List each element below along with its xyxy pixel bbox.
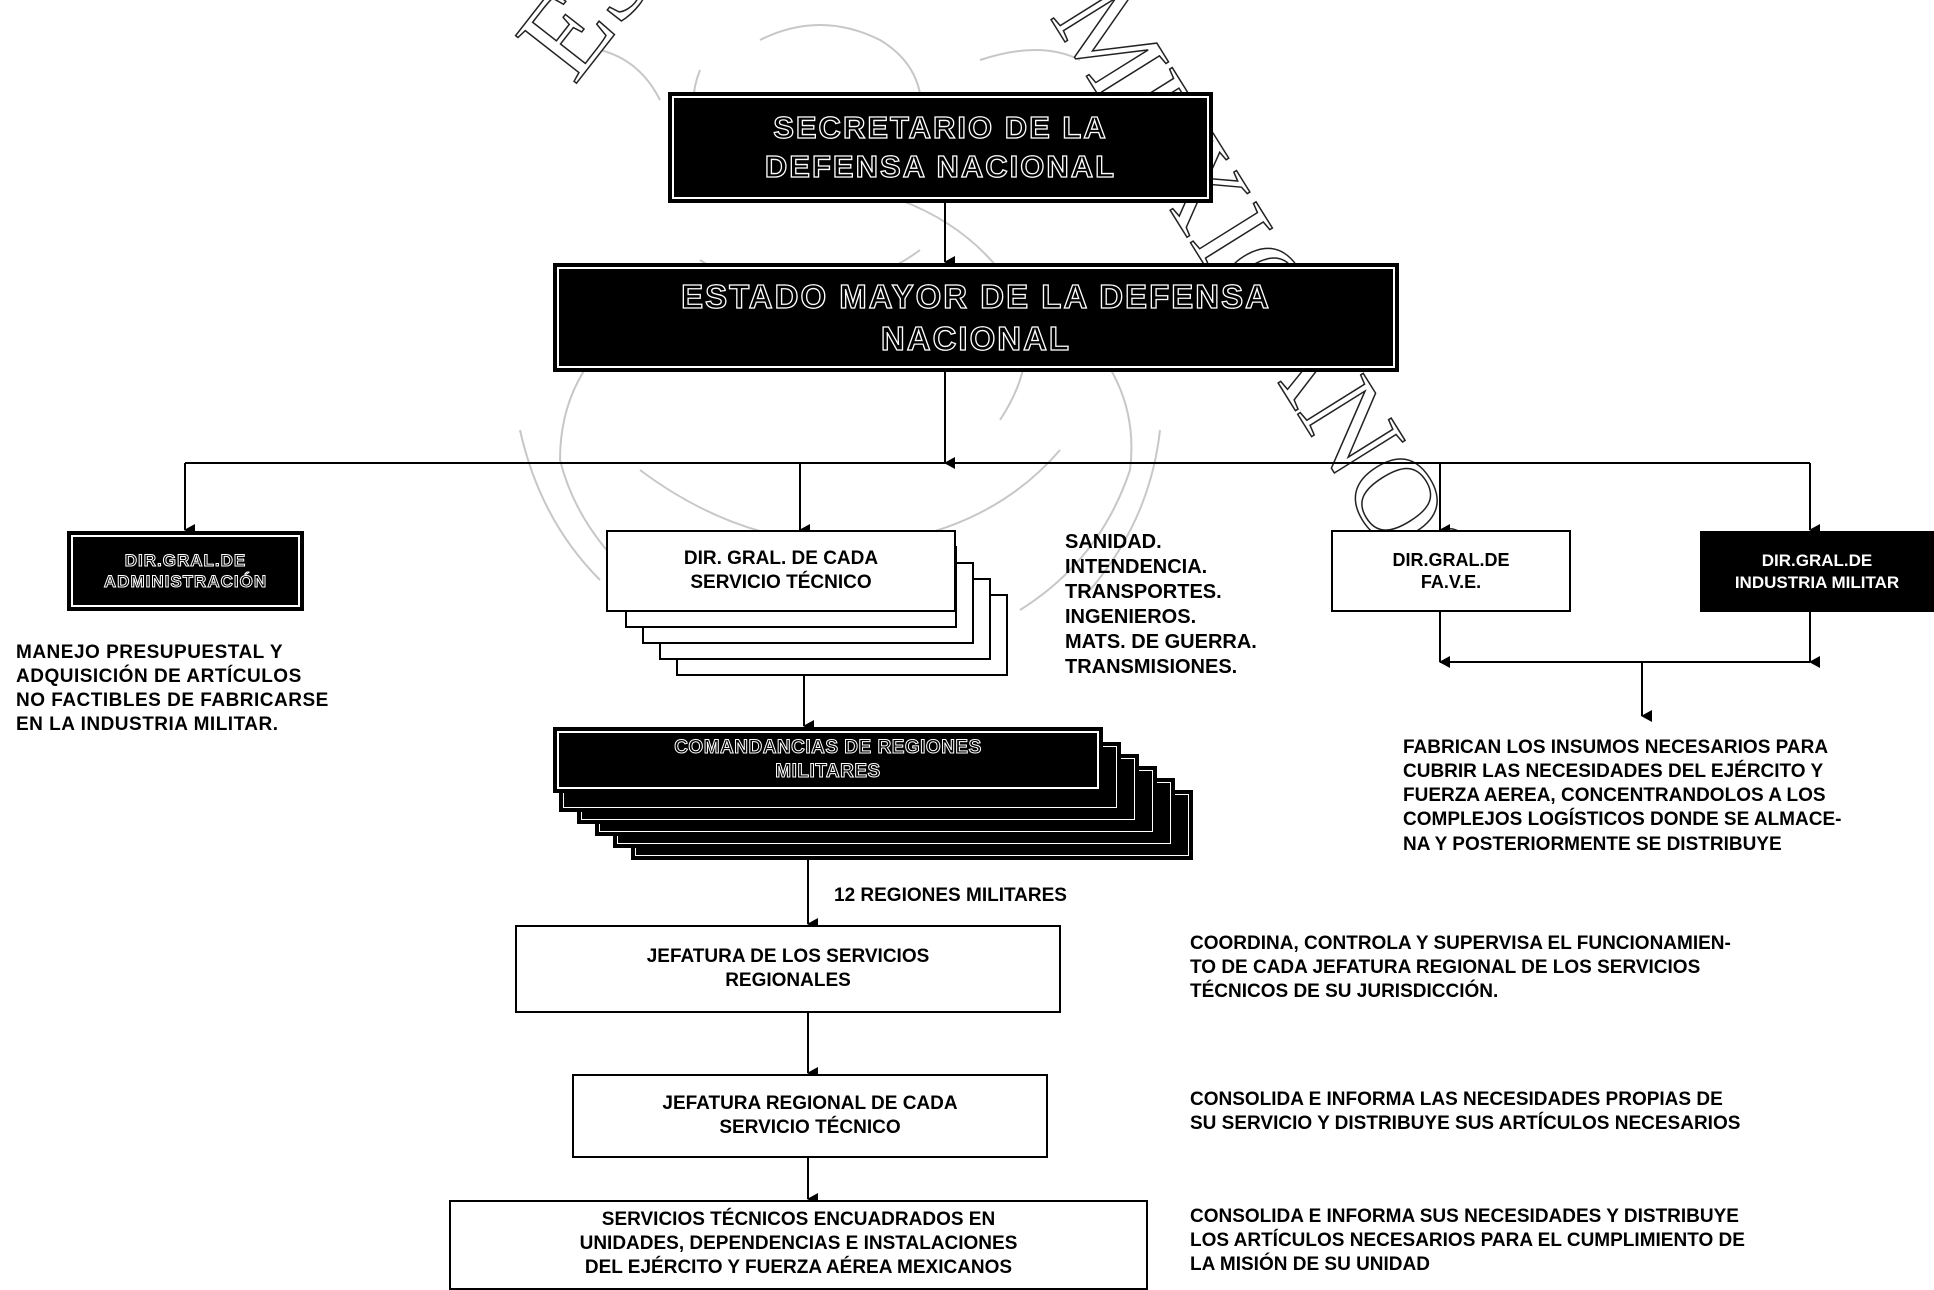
box-jefatura-servicios: JEFATURA DE LOS SERVICIOS REGIONALES xyxy=(515,925,1061,1013)
box-jefatura-regional: JEFATURA REGIONAL DE CADA SERVICIO TÉCNI… xyxy=(572,1074,1048,1158)
industria-description: FABRICAN LOS INSUMOS NECESARIOS PARA CUB… xyxy=(1403,737,1842,855)
box-secretario: SECRETARIO DE LA DEFENSA NACIONAL xyxy=(668,92,1213,203)
jefatura-regional-description: CONSOLIDA E INFORMA LAS NECESIDADES PROP… xyxy=(1190,1089,1741,1135)
box-dir-fave: DIR.GRAL.DE FA.V.E. xyxy=(1331,530,1571,612)
regiones-label: 12 REGIONES MILITARES xyxy=(834,885,1067,906)
box-dir-admin: DIR.GRAL.DE ADMINISTRACIÓN xyxy=(67,531,304,611)
box-jefatura-regional-label: JEFATURA REGIONAL DE CADA SERVICIO TÉCNI… xyxy=(662,1093,958,1138)
box-estado-mayor: ESTADO MAYOR DE LA DEFENSA NACIONAL xyxy=(553,263,1399,372)
box-dir-industria-label: DIR.GRAL.DE INDUSTRIA MILITAR xyxy=(1734,551,1900,592)
box-dir-servicio: DIR. GRAL. DE CADA SERVICIO TÉCNICO xyxy=(606,530,956,612)
admin-description: MANEJO PRESUPUESTAL Y ADQUISICIÓN DE ART… xyxy=(16,642,329,736)
box-comandancias: COMANDANCIAS DE REGIONES MILITARES xyxy=(553,727,1103,793)
box-secretario-label: SECRETARIO DE LA DEFENSA NACIONAL xyxy=(764,109,1117,184)
services-list: SANIDAD. INTENDENCIA. TRANSPORTES. INGEN… xyxy=(1065,531,1257,678)
box-dir-servicio-label: DIR. GRAL. DE CADA SERVICIO TÉCNICO xyxy=(683,548,879,593)
jefatura-servicios-description: COORDINA, CONTROLA Y SUPERVISA EL FUNCIO… xyxy=(1190,933,1731,1003)
box-dir-fave-label: DIR.GRAL.DE FA.V.E. xyxy=(1392,549,1510,593)
box-servicios-encuadrados: SERVICIOS TÉCNICOS ENCUADRADOS EN UNIDAD… xyxy=(449,1200,1148,1290)
box-dir-admin-label: DIR.GRAL.DE ADMINISTRACIÓN xyxy=(103,550,268,591)
box-comandancias-label: COMANDANCIAS DE REGIONES MILITARES xyxy=(674,737,982,783)
servicios-encuadrados-description: CONSOLIDA E INFORMA SUS NECESIDADES Y DI… xyxy=(1190,1206,1745,1276)
box-servicios-encuadrados-label: SERVICIOS TÉCNICOS ENCUADRADOS EN UNIDAD… xyxy=(579,1209,1018,1278)
box-estado-mayor-label: ESTADO MAYOR DE LA DEFENSA NACIONAL xyxy=(680,278,1271,358)
box-dir-industria: DIR.GRAL.DE INDUSTRIA MILITAR xyxy=(1700,531,1934,612)
box-jefatura-servicios-label: JEFATURA DE LOS SERVICIOS REGIONALES xyxy=(646,946,930,991)
